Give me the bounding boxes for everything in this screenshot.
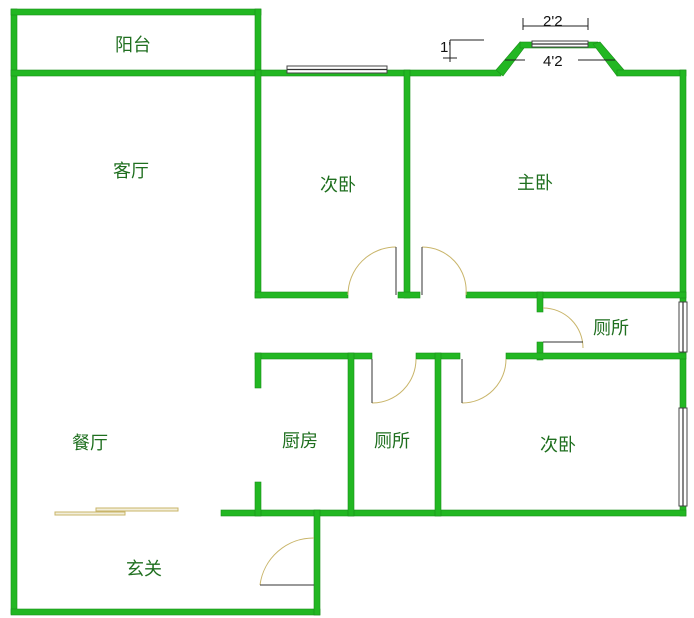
room-label-living: 客厅: [113, 161, 149, 182]
wall-bath1-bottom: [505, 352, 687, 360]
wall-bedroom2-bottom: [254, 291, 349, 299]
wall-balcony-top: [10, 8, 262, 16]
wall-bottom-right: [220, 509, 687, 517]
room-label-bath1: 厕所: [593, 318, 629, 339]
elevation-mark: 1': [440, 39, 451, 56]
dimension-bay-outer: 4'2: [543, 53, 563, 70]
walls: [10, 8, 687, 616]
door-arc-bedroom3: [461, 358, 507, 404]
door-arc-entry: [259, 537, 315, 586]
wall-kitchen-left-top: [254, 352, 262, 389]
sliding-door: [54, 511, 126, 516]
room-label-bath2: 厕所: [374, 431, 410, 452]
room-label-balcony: 阳台: [115, 35, 151, 56]
wall-partition-stub: [397, 291, 421, 299]
wall-balcony-right: [254, 8, 262, 77]
room-label-bedroom3: 次卧: [540, 435, 576, 456]
wall-entry-right: [313, 509, 321, 616]
room-label-kitchen: 厨房: [282, 431, 318, 452]
wall-bath2-bedroom3: [434, 352, 442, 517]
doors: [54, 246, 584, 586]
door-arc-bedroom2: [347, 246, 397, 296]
door-arc-master: [421, 246, 467, 296]
dimension-marks: 2'2 4'2 1': [440, 13, 615, 70]
door-arc-bath2: [371, 358, 417, 404]
wall-bath1-left-low: [536, 341, 544, 361]
room-label-entry: 玄关: [126, 559, 162, 580]
wall-bedroom-partition: [403, 69, 411, 299]
wall-outer-left: [10, 8, 18, 615]
door-arc-bath1: [542, 307, 584, 349]
wall-master-bottom: [465, 291, 687, 299]
wall-kitchen-top: [254, 352, 373, 360]
room-label-bedroom2: 次卧: [320, 175, 356, 196]
dimension-bay-inner: 2'2: [543, 13, 563, 30]
wall-bath1-left: [536, 291, 544, 313]
wall-kitchen-left-bottom: [254, 481, 262, 517]
room-labels: 阳台 客厅 次卧 主卧 厕所 厨房 厕所 次卧 餐厅 玄关: [72, 35, 629, 580]
wall-kitchen-bath2: [347, 352, 355, 517]
windows: [286, 40, 688, 507]
wall-bedroom2-left: [254, 69, 262, 299]
wall-outer-bottom: [10, 608, 321, 616]
room-label-master: 主卧: [517, 173, 553, 194]
room-label-dining: 餐厅: [72, 433, 108, 454]
sliding-door-2: [95, 507, 179, 512]
wall-top-right: [616, 69, 687, 77]
